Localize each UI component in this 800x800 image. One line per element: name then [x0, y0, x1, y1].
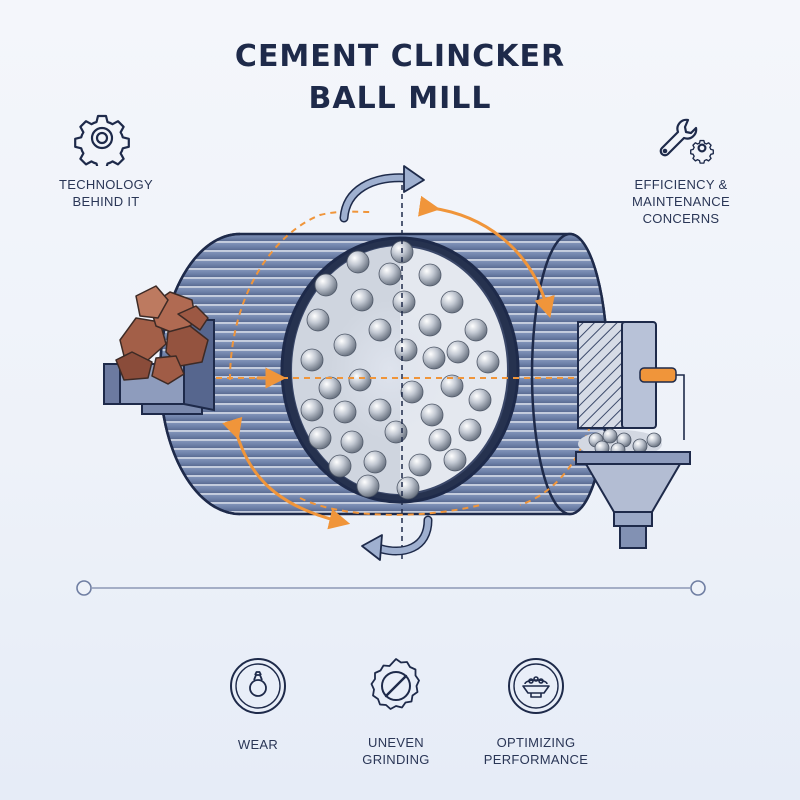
efficiency-label: EFFICIENCY & MAINTENANCE CONCERNS	[632, 177, 730, 226]
wrench-gear-icon	[659, 118, 714, 164]
no-entry-icon	[370, 658, 420, 710]
clinker-rocks	[115, 285, 209, 385]
gear-icon	[74, 114, 130, 166]
timeline-divider	[76, 580, 706, 596]
discharge-housing	[577, 321, 685, 440]
rotation-arrows-blue	[339, 165, 433, 561]
title-line-1: CEMENT CLINCKER	[234, 39, 566, 74]
diagram-title: CEMENT CLINCKER BALL MILL	[0, 36, 800, 120]
output-hopper	[575, 428, 691, 549]
ball-mill-diagram	[103, 165, 691, 561]
wear-item: WEAR	[188, 656, 328, 753]
rotation-arrows-orange	[222, 195, 555, 530]
uneven-grinding-label: UNEVEN GRINDING	[362, 735, 430, 767]
title-line-2: BALL MILL	[308, 81, 492, 116]
optimizing-performance-label: OPTIMIZING PERFORMANCE	[483, 735, 589, 767]
uneven-grinding-item: UNEVEN GRINDING	[326, 656, 466, 768]
wear-icon	[230, 658, 286, 714]
wear-label: WEAR	[237, 737, 279, 752]
optimizing-performance-item: OPTIMIZING PERFORMANCE	[466, 656, 606, 768]
bowl-icon	[508, 658, 564, 714]
technology-label: TECHNOLOGY BEHIND IT	[58, 177, 153, 209]
